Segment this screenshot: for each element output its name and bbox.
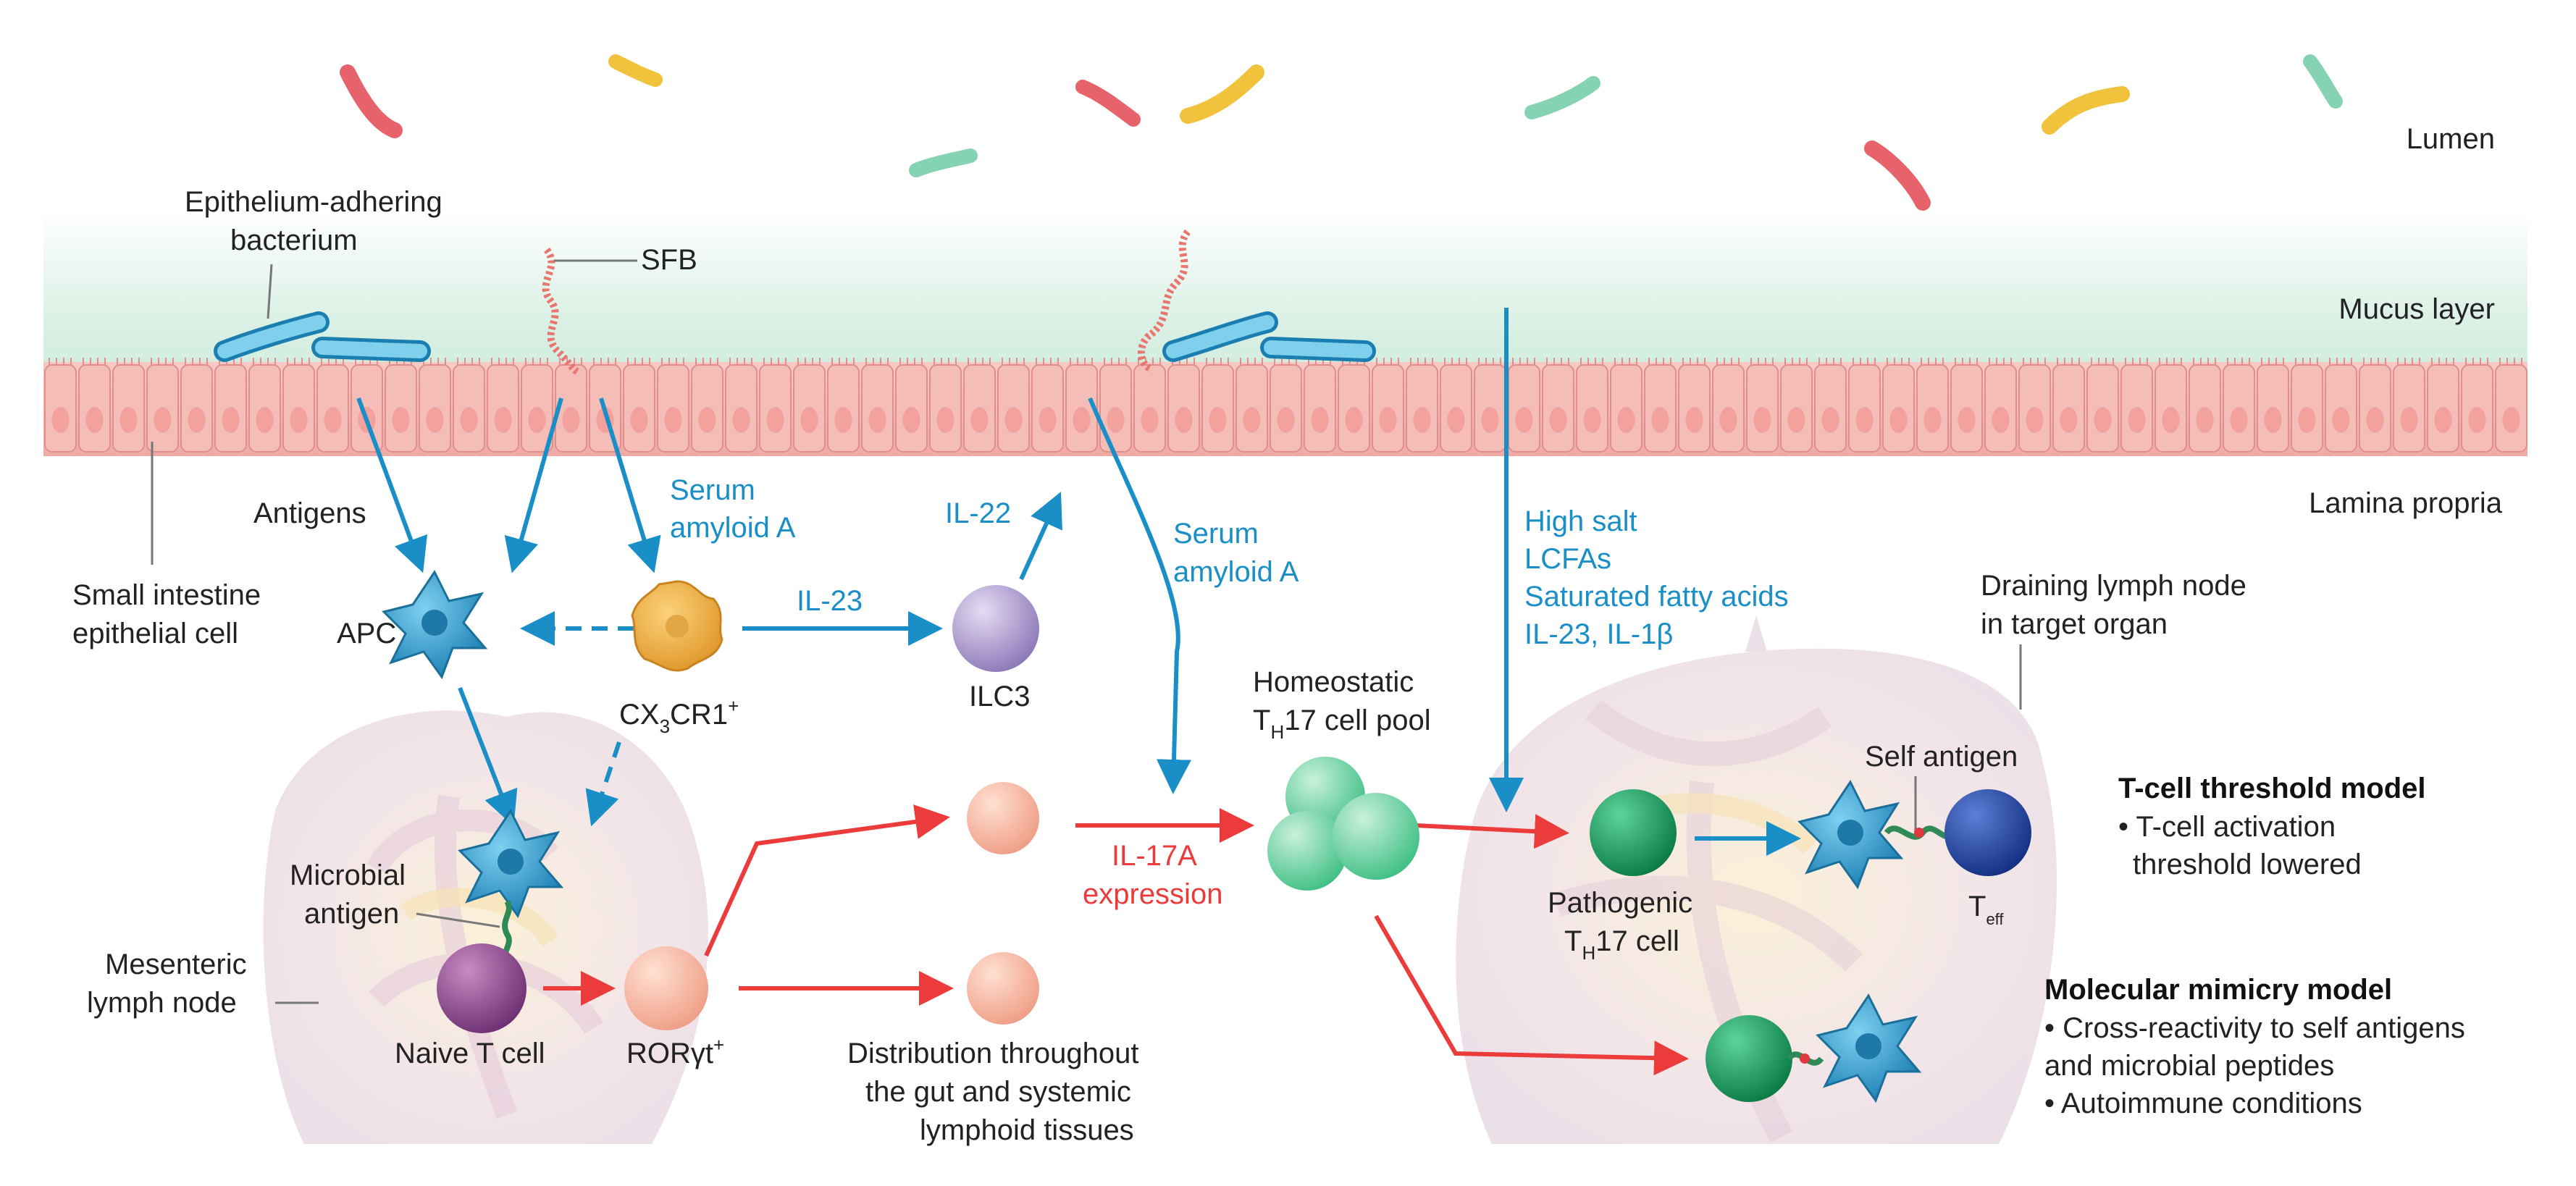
threshold-model-title: T-cell threshold model <box>2118 773 2426 804</box>
label-epithelium-bacterium-1: Epithelium-adhering <box>185 186 442 218</box>
red-arrows <box>543 804 1689 1076</box>
label-microbial-2: antigen <box>304 898 399 930</box>
label-small-intestine-2: epithelial cell <box>72 618 238 649</box>
pathogenic-th17-cell <box>1590 789 1677 876</box>
label-distribution-2: the gut and systemic <box>865 1076 1131 1108</box>
threshold-model-item-1: • T-cell activation <box>2118 811 2336 843</box>
cx3cr1-cell <box>631 580 723 672</box>
label-homeostatic-2: TH17 cell pool <box>1253 705 1431 743</box>
ilc3-cell <box>952 585 1039 672</box>
label-teff: Teff <box>1968 891 2004 928</box>
label-il17a-1: IL-17A <box>1112 840 1197 872</box>
adhering-bacteria <box>214 311 1376 362</box>
label-draining-1: Draining lymph node <box>1981 570 2246 602</box>
mimicry-dot <box>1800 1053 1810 1064</box>
label-pathogenic-2: TH17 cell <box>1564 925 1679 964</box>
label-mesenteric-2: lymph node <box>87 987 237 1019</box>
label-naive-t-cell: Naive T cell <box>395 1038 545 1069</box>
label-distribution-1: Distribution throughout <box>847 1038 1138 1069</box>
region-lumen: Lumen <box>2407 123 2495 155</box>
lumen-bacteria <box>340 54 2343 211</box>
label-il23: IL-23 <box>797 585 863 617</box>
naive-t-cell <box>437 943 526 1033</box>
label-epithelium-bacterium-2: bacterium <box>230 224 358 256</box>
threshold-model-item-2: threshold lowered <box>2133 849 2362 880</box>
label-serum-amyloid-2b: amyloid A <box>1173 556 1299 588</box>
label-il22: IL-22 <box>945 497 1011 529</box>
peach-cell-upper <box>967 782 1039 854</box>
label-distribution-3: lymphoid tissues <box>920 1114 1134 1146</box>
apc-cell-mimicry <box>1816 993 1922 1103</box>
region-mucus: Mucus layer <box>2338 293 2495 325</box>
mimicry-model-title: Molecular mimicry model <box>2044 974 2392 1006</box>
label-apc: APC <box>337 618 396 649</box>
epithelium <box>43 358 2527 456</box>
sfb-filaments <box>542 229 1191 377</box>
label-cx3cr1: CX3CR1+ <box>619 695 739 737</box>
label-serum-amyloid-1b: amyloid A <box>670 512 796 544</box>
label-factor-3: Saturated fatty acids <box>1524 581 1789 613</box>
mimicry-model-item-2: and microbial peptides <box>2044 1050 2334 1082</box>
self-antigen-dot <box>1914 828 1924 838</box>
rorgt-cell <box>624 946 708 1030</box>
mimicry-th17-cell <box>1706 1015 1792 1102</box>
homeostatic-th17-pool <box>1267 757 1419 891</box>
peach-cell-lower <box>967 952 1039 1025</box>
mimicry-model-item-3: • Autoimmune conditions <box>2044 1088 2362 1119</box>
label-factor-2: LCFAs <box>1524 543 1611 575</box>
mimicry-model-item-1: • Cross-reactivity to self antigens <box>2044 1012 2465 1044</box>
label-factor-4: IL-23, IL-1β <box>1524 618 1673 650</box>
region-lamina: Lamina propria <box>2309 487 2503 519</box>
label-pathogenic-1: Pathogenic <box>1548 887 1692 919</box>
label-antigens: Antigens <box>253 497 366 529</box>
label-il17a-2: expression <box>1083 878 1222 910</box>
label-self-antigen: Self antigen <box>1865 741 2018 773</box>
teff-cell <box>1944 789 2031 876</box>
apc-cell-top <box>382 570 488 680</box>
apc-cell-draining <box>1797 780 1904 890</box>
label-serum-amyloid-1a: Serum <box>670 474 755 506</box>
label-sfb: SFB <box>641 244 697 276</box>
label-draining-2: in target organ <box>1981 608 2168 640</box>
label-ilc3: ILC3 <box>969 681 1031 712</box>
label-mesenteric-1: Mesenteric <box>105 949 247 980</box>
apc-cell-lymph-node <box>458 809 564 919</box>
label-small-intestine-1: Small intestine <box>72 579 261 611</box>
label-serum-amyloid-2a: Serum <box>1173 518 1259 550</box>
label-microbial-1: Microbial <box>290 859 406 891</box>
label-homeostatic-1: Homeostatic <box>1253 666 1414 698</box>
label-factor-1: High salt <box>1524 505 1637 537</box>
blue-arrows <box>356 308 1801 856</box>
label-rorgt: RORγt+ <box>626 1034 724 1069</box>
